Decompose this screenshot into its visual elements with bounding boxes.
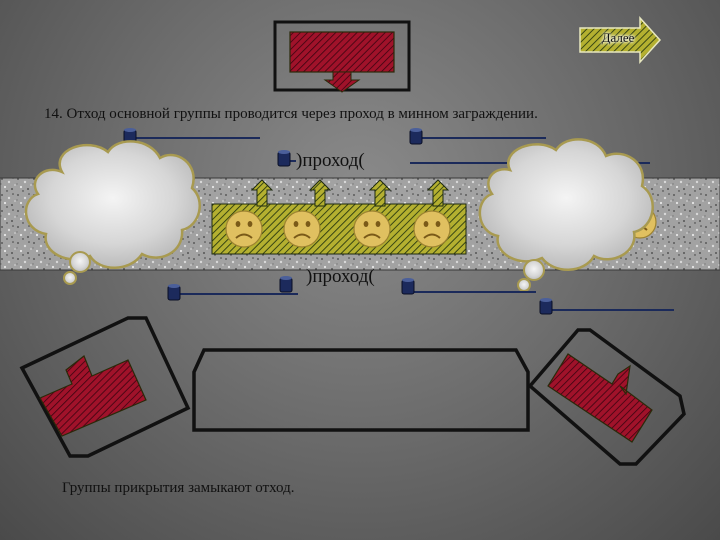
mine-icon: [409, 128, 423, 145]
mine-icon: [167, 284, 181, 301]
next-button-label[interactable]: Далее: [601, 30, 635, 45]
passage-label-bottom: )проход(: [306, 266, 375, 287]
mine-line-bottom-right: [539, 298, 674, 315]
left-cover-group: [19, 316, 191, 458]
mine-icon: [277, 150, 291, 167]
mine-icon: [401, 278, 415, 295]
mine-line-top-right: [409, 128, 546, 145]
sad-face-icon: [225, 210, 263, 248]
right-cover-group: [527, 328, 686, 466]
sad-face-icon: [353, 210, 391, 248]
slide-caption-top: 14. Отход основной группы проводится чер…: [44, 106, 538, 122]
mine-line-mid-left: [277, 150, 296, 167]
smoke-cloud-icon: [478, 138, 654, 292]
mine-line-bottom-mid: [279, 276, 536, 295]
slide-caption-bottom: Группы прикрытия замыкают отход.: [62, 480, 295, 496]
group-movement-arrows: [250, 179, 450, 207]
mine-icon: [539, 298, 553, 315]
top-direction-frame: [273, 20, 411, 93]
next-button[interactable]: [579, 16, 662, 64]
mine-icon: [279, 276, 293, 293]
mine-line-top-left: [123, 128, 260, 145]
mine-line-bottom-left: [167, 284, 298, 301]
sad-face-icon: [283, 210, 321, 248]
sad-face-icon: [413, 210, 451, 248]
smoke-cloud-icon: [24, 140, 201, 285]
center-bottom-frame: [192, 348, 530, 432]
passage-label-top: )проход(: [296, 150, 365, 171]
